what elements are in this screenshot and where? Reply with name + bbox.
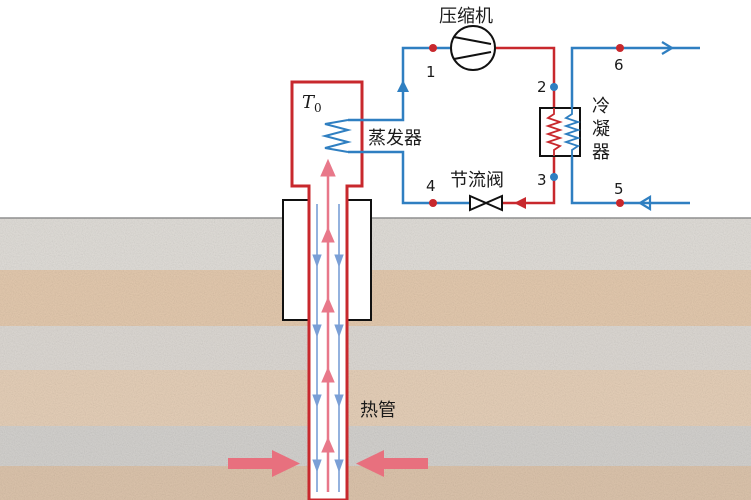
throttle-valve-symbol [469, 194, 503, 212]
cooling-water-out-arrow [661, 41, 675, 55]
down-arrow-right [334, 204, 344, 492]
temperature-subscript: 0 [314, 101, 322, 115]
stratum-2 [0, 270, 751, 326]
cooling-water-in-arrow [637, 195, 652, 211]
stratum-3 [0, 326, 751, 370]
compressor-label: 压缩机 [439, 6, 493, 27]
state-point-label-3: 3 [537, 171, 547, 189]
flow-arrow-left [514, 197, 526, 209]
down-arrow-left [312, 204, 322, 492]
state-point-dot-5 [616, 199, 624, 207]
state-point-dot-4 [429, 199, 437, 207]
heat-inflow-left-arrow [228, 450, 300, 477]
state-point-dot-2 [550, 83, 558, 91]
heat-inflow-right-arrow [356, 450, 428, 477]
state-point-label-4: 4 [426, 177, 436, 195]
up-arrow-center [320, 158, 336, 492]
condenser-label-char-3: 器 [592, 142, 610, 163]
compressor [450, 25, 496, 71]
state-point-label-5: 5 [614, 180, 624, 198]
state-point-dot-3 [550, 173, 558, 181]
condenser [539, 107, 581, 157]
evaporator-coil [321, 119, 352, 153]
condenser-label-char-2: 凝 [592, 119, 610, 140]
state-point-label-1: 1 [426, 63, 436, 81]
stratum-4 [0, 370, 751, 426]
evaporator-label: 蒸发器 [368, 128, 422, 149]
temperature-symbol: T [302, 92, 316, 113]
throttle-valve-label: 节流阀 [450, 170, 504, 191]
condenser-label-char-1: 冷 [592, 96, 610, 117]
heat-pipe-label: 热管 [360, 400, 396, 421]
stratum-1 [0, 218, 751, 270]
heat-pipe-flow-arrows [312, 158, 344, 492]
state-point-dot-6 [616, 44, 624, 52]
state-point-label-2: 2 [537, 78, 547, 96]
cooling-water-return-line [570, 46, 700, 108]
flow-arrow-up [397, 80, 409, 92]
state-point-label-6: 6 [614, 56, 624, 74]
state-point-dot-1 [429, 44, 437, 52]
temperature-label: T0 [302, 92, 322, 115]
cooling-water-supply-line [570, 156, 690, 205]
